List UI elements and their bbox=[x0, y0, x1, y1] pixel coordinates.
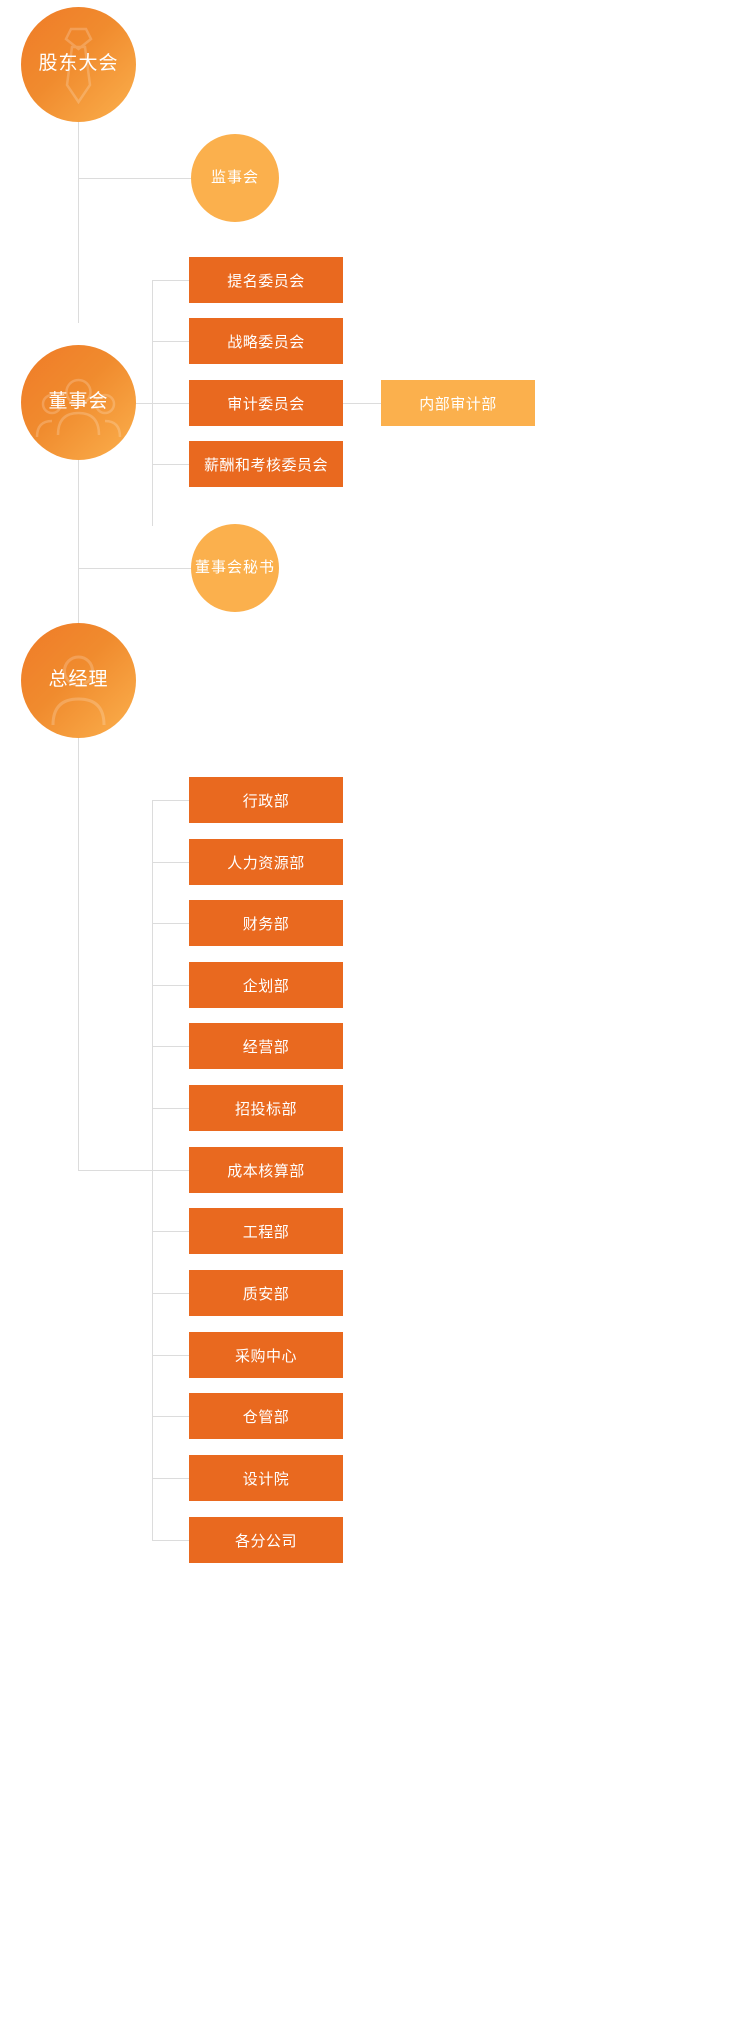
node-department-planning[interactable]: 企划部 bbox=[189, 962, 343, 1008]
node-label: 董事会 bbox=[48, 391, 109, 413]
department-connector-1 bbox=[152, 862, 189, 863]
node-department-quality-safety[interactable]: 质安部 bbox=[189, 1270, 343, 1316]
committee-connector-1 bbox=[152, 341, 189, 342]
node-board-of-directors[interactable]: 董事会 bbox=[21, 345, 136, 460]
node-board-of-supervisors[interactable]: 监事会 bbox=[191, 134, 279, 222]
node-general-manager[interactable]: 总经理 bbox=[21, 623, 136, 738]
box-label: 企划部 bbox=[242, 977, 290, 995]
node-internal-audit-department[interactable]: 内部审计部 bbox=[381, 380, 535, 426]
box-label: 设计院 bbox=[242, 1470, 290, 1488]
node-department-warehouse[interactable]: 仓管部 bbox=[189, 1393, 343, 1439]
trunk-line-board-to-secretary bbox=[78, 438, 79, 568]
node-label: 董事会秘书 bbox=[194, 559, 275, 576]
box-label: 审计委员会 bbox=[227, 395, 305, 413]
box-label: 财务部 bbox=[242, 915, 290, 933]
department-connector-9 bbox=[152, 1355, 189, 1356]
trunk-line-gm-to-departments bbox=[78, 738, 79, 1170]
node-department-engineering[interactable]: 工程部 bbox=[189, 1208, 343, 1254]
node-department-administration[interactable]: 行政部 bbox=[189, 777, 343, 823]
node-label: 股东大会 bbox=[38, 53, 119, 75]
node-label: 总经理 bbox=[48, 669, 109, 691]
department-connector-6 bbox=[152, 1170, 189, 1171]
node-committee-remuneration[interactable]: 薪酬和考核委员会 bbox=[189, 441, 343, 487]
node-department-finance[interactable]: 财务部 bbox=[189, 900, 343, 946]
box-label: 内部审计部 bbox=[419, 395, 497, 413]
box-label: 工程部 bbox=[242, 1223, 290, 1241]
department-connector-8 bbox=[152, 1293, 189, 1294]
committee-connector-3 bbox=[152, 464, 189, 465]
department-connector-10 bbox=[152, 1416, 189, 1417]
node-board-secretary[interactable]: 董事会秘书 bbox=[191, 524, 279, 612]
necktie-icon bbox=[64, 27, 93, 105]
node-department-design-institute[interactable]: 设计院 bbox=[189, 1455, 343, 1501]
committee-connector-2 bbox=[152, 403, 189, 404]
committee-connector-0 bbox=[152, 280, 189, 281]
box-label: 仓管部 bbox=[242, 1408, 290, 1426]
trunk-line-supervisors-to-board bbox=[78, 178, 79, 323]
node-department-branches[interactable]: 各分公司 bbox=[189, 1517, 343, 1563]
trunk-line-secretary-to-gm bbox=[78, 568, 79, 624]
node-committee-strategy[interactable]: 战略委员会 bbox=[189, 318, 343, 364]
branch-line-departments-trunk bbox=[78, 1170, 152, 1171]
node-committee-nomination[interactable]: 提名委员会 bbox=[189, 257, 343, 303]
node-department-cost-accounting[interactable]: 成本核算部 bbox=[189, 1147, 343, 1193]
department-connector-0 bbox=[152, 800, 189, 801]
box-label: 提名委员会 bbox=[227, 272, 305, 290]
branch-line-board-secretary bbox=[78, 568, 191, 569]
box-label: 各分公司 bbox=[234, 1532, 297, 1550]
box-label: 行政部 bbox=[242, 792, 290, 810]
box-label: 经营部 bbox=[242, 1038, 290, 1056]
box-label: 质安部 bbox=[242, 1285, 290, 1303]
branch-line-supervisors bbox=[78, 178, 191, 179]
department-connector-2 bbox=[152, 923, 189, 924]
node-department-human-resources[interactable]: 人力资源部 bbox=[189, 839, 343, 885]
node-department-operations[interactable]: 经营部 bbox=[189, 1023, 343, 1069]
box-label: 成本核算部 bbox=[227, 1162, 305, 1180]
box-label: 采购中心 bbox=[234, 1347, 297, 1365]
node-committee-audit[interactable]: 审计委员会 bbox=[189, 380, 343, 426]
node-shareholders-meeting[interactable]: 股东大会 bbox=[21, 7, 136, 122]
person-icon bbox=[51, 655, 106, 726]
department-connector-11 bbox=[152, 1478, 189, 1479]
department-connector-7 bbox=[152, 1231, 189, 1232]
department-connector-5 bbox=[152, 1108, 189, 1109]
people-group-icon bbox=[35, 378, 122, 438]
trunk-line-shareholders-to-supervisors bbox=[78, 122, 79, 178]
node-department-bidding[interactable]: 招投标部 bbox=[189, 1085, 343, 1131]
node-department-procurement-center[interactable]: 采购中心 bbox=[189, 1332, 343, 1378]
department-connector-12 bbox=[152, 1540, 189, 1541]
box-label: 薪酬和考核委员会 bbox=[203, 456, 328, 474]
connector-audit-to-internal-audit bbox=[343, 403, 381, 404]
box-label: 招投标部 bbox=[234, 1100, 297, 1118]
node-label: 监事会 bbox=[210, 169, 259, 186]
box-label: 人力资源部 bbox=[227, 854, 305, 872]
department-connector-4 bbox=[152, 1046, 189, 1047]
department-connector-3 bbox=[152, 985, 189, 986]
box-label: 战略委员会 bbox=[227, 333, 305, 351]
